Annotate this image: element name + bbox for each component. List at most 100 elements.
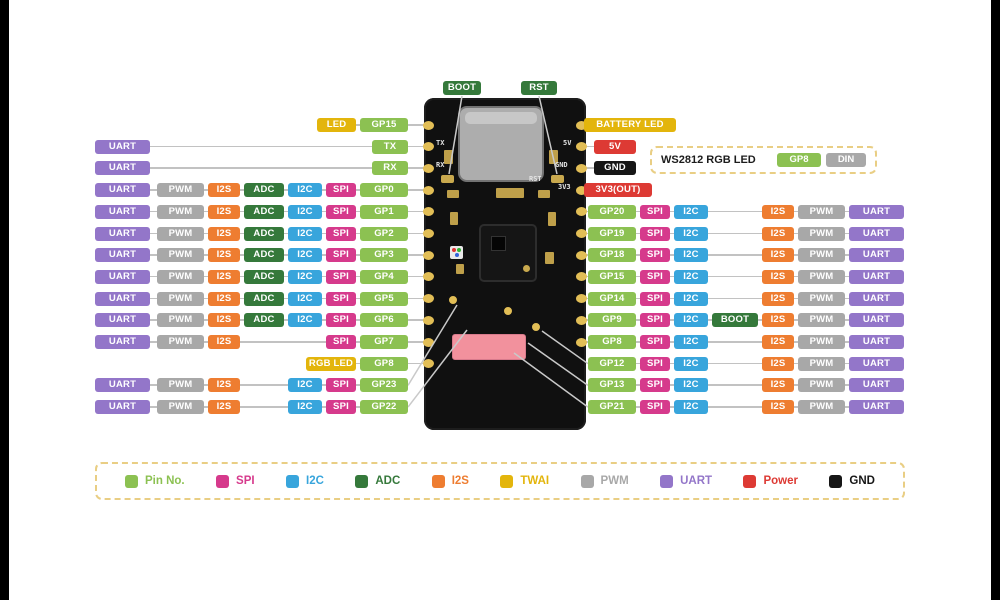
rgb-blue-dot xyxy=(454,253,459,257)
smd-component xyxy=(456,264,464,274)
badge-pwm: PWM xyxy=(798,248,845,263)
badge-spi: SPI xyxy=(326,400,356,415)
badge-pwm: PWM xyxy=(798,204,845,219)
badge-i2c: I2C xyxy=(674,335,708,349)
left-pad-3 xyxy=(423,185,434,195)
right-pad-2 xyxy=(576,163,587,173)
badge-i2s: I2S xyxy=(208,226,240,241)
badge-pwm: PWM xyxy=(798,269,845,284)
badge-uart: UART xyxy=(95,204,150,219)
badge-i2s: I2S xyxy=(208,204,240,219)
badge-pwm: PWM xyxy=(798,356,845,371)
badge-gp20: GP20 xyxy=(588,204,636,219)
badge-uart: UART xyxy=(95,139,150,154)
right-wire-12 xyxy=(588,384,904,386)
badge-pwm: PWM xyxy=(157,226,204,241)
badge-spi: SPI xyxy=(640,269,670,284)
silk-rx: RX xyxy=(436,161,445,169)
legend-item-uart: UART xyxy=(660,474,712,488)
spi-swatch xyxy=(216,474,230,488)
badge-gp14: GP14 xyxy=(588,291,636,306)
badge-uart: UART xyxy=(95,335,150,349)
rgb-red-dot xyxy=(452,248,456,252)
uart-swatch xyxy=(660,474,674,488)
right-pad-8 xyxy=(576,294,587,304)
badge-i2c: I2C xyxy=(674,313,708,328)
badge-pwm: PWM xyxy=(157,378,204,393)
badge-spi: SPI xyxy=(640,226,670,241)
smd-component xyxy=(545,252,554,264)
right-edge-bar xyxy=(991,0,1000,600)
badge-i2c: I2C xyxy=(288,248,322,263)
through-hole xyxy=(532,323,540,331)
badge-rgb-led: RGB LED xyxy=(306,356,356,371)
legend-item-i2c: I2C xyxy=(286,474,324,488)
legend-label: SPI xyxy=(236,475,255,487)
right-pad-1 xyxy=(576,142,587,152)
badge-gp0: GP0 xyxy=(360,183,408,198)
legend-label: PWM xyxy=(600,475,629,487)
badge-uart: UART xyxy=(849,356,904,371)
badge-uart: UART xyxy=(95,269,150,284)
rgb-led-component xyxy=(450,246,463,259)
badge-i2c: I2C xyxy=(288,400,322,415)
through-hole xyxy=(504,307,512,315)
legend-item-twai: TWAI xyxy=(500,474,549,488)
legend-label: GND xyxy=(849,475,875,487)
badge-pwm: PWM xyxy=(157,204,204,219)
badge-spi: SPI xyxy=(326,291,356,306)
badge-i2c: I2C xyxy=(674,269,708,284)
right-pad-10 xyxy=(576,337,587,347)
right-pad-7 xyxy=(576,272,587,282)
badge-i2s: I2S xyxy=(762,248,794,263)
badge-battery-led: BATTERY LED xyxy=(584,118,676,132)
badge-uart: UART xyxy=(849,335,904,349)
badge-spi: SPI xyxy=(326,269,356,284)
right-wire-5 xyxy=(577,232,904,234)
battery-connector xyxy=(452,334,526,360)
boot-wire xyxy=(448,95,463,175)
badge-pwm: PWM xyxy=(798,400,845,415)
badge-i2s: I2S xyxy=(762,313,794,328)
badge-gp8: GP8 xyxy=(588,335,636,349)
silk-3v3: 3V3 xyxy=(558,183,571,191)
legend-label: I2S xyxy=(451,475,469,487)
usb-connector xyxy=(458,106,544,182)
badge-gp15: GP15 xyxy=(588,269,636,284)
badge-spi: SPI xyxy=(640,204,670,219)
gnd-swatch xyxy=(829,474,843,488)
badge-3v3-out: 3V3(OUT) xyxy=(584,183,652,198)
badge-spi: SPI xyxy=(640,335,670,349)
legend-label: Power xyxy=(763,475,798,487)
left-pad-7 xyxy=(423,272,434,282)
right-wire-6 xyxy=(577,254,904,256)
badge-spi: SPI xyxy=(640,313,670,328)
badge-gp23: GP23 xyxy=(360,378,408,393)
gp21-wire xyxy=(513,352,589,408)
badge-i2s: I2S xyxy=(208,400,240,415)
badge-uart: UART xyxy=(95,161,150,176)
silk-tx: TX xyxy=(436,139,445,147)
badge-gp4: GP4 xyxy=(360,269,408,284)
smd-component xyxy=(548,212,556,226)
i2s-swatch xyxy=(431,474,445,488)
badge-uart: UART xyxy=(849,248,904,263)
left-wire-1 xyxy=(98,145,433,148)
badge-i2c: I2C xyxy=(674,248,708,263)
adc-swatch xyxy=(355,474,369,488)
badge-i2s: I2S xyxy=(762,378,794,393)
right-pad-0 xyxy=(576,120,587,130)
right-wire-7 xyxy=(577,275,904,278)
badge-gp21: GP21 xyxy=(588,400,636,415)
left-wire-12 xyxy=(98,384,408,386)
badge-gp15: GP15 xyxy=(360,118,408,132)
pin-no-swatch xyxy=(125,474,138,488)
left-pad-0 xyxy=(423,120,434,130)
badge-uart: UART xyxy=(95,291,150,306)
